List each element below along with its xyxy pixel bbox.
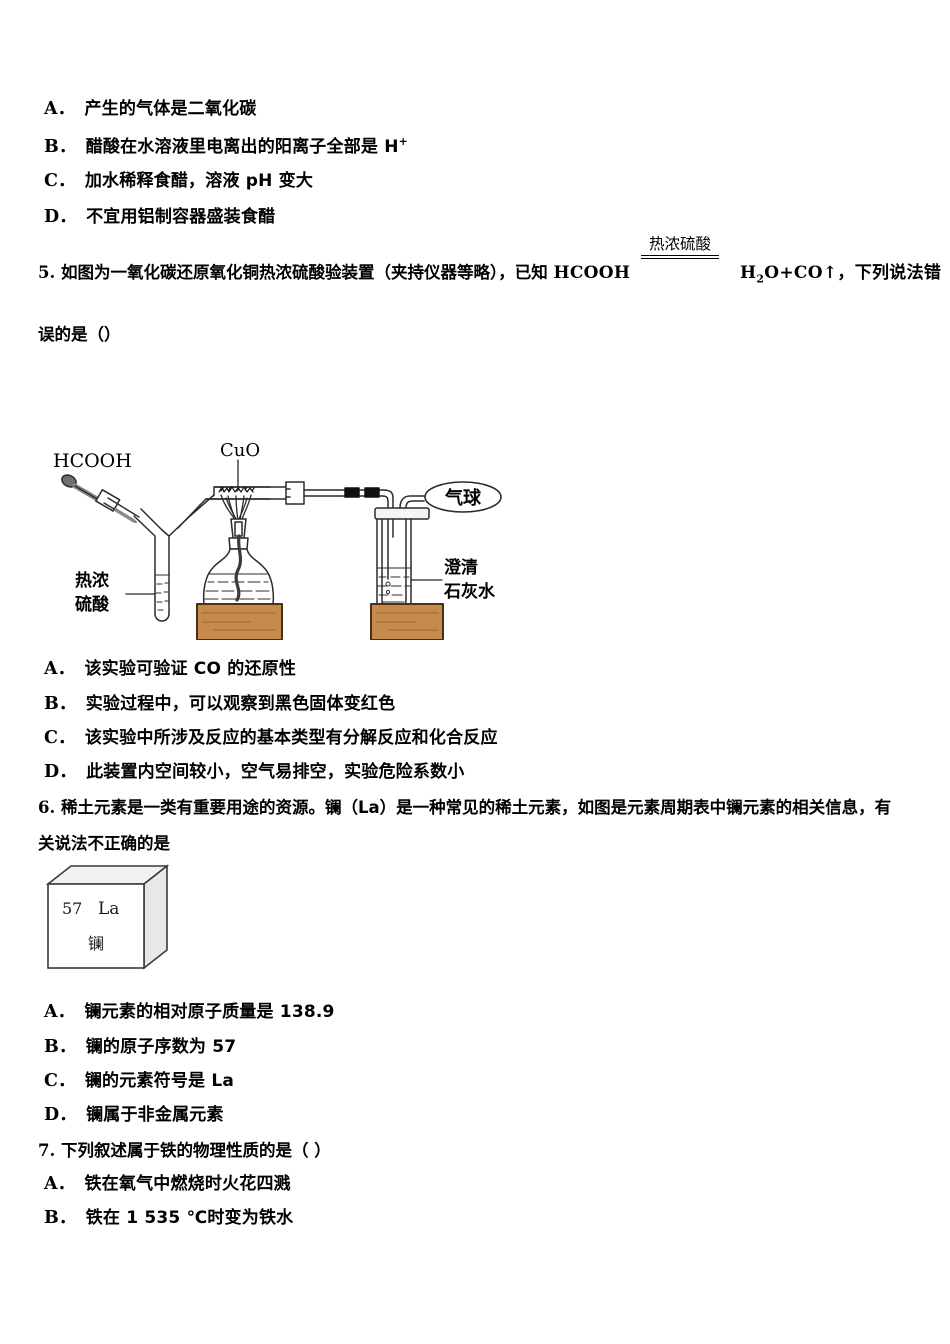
q6-stem-line1: 6. 稀土元素是一类有重要用途的资源。镧（La）是一种常见的稀土元素，如图是元素…: [38, 798, 892, 817]
q6-option-a: A． 镧元素的相对原子质量是 138.9: [44, 1002, 335, 1022]
balloon-outlet-tube-lower: [405, 500, 425, 509]
q5-option-d-label: D．: [44, 762, 78, 782]
element-chinese-name-text: 镧: [88, 934, 104, 953]
q5-stem-line1: 5. 如图为一氧化碳还原氧化铜热浓硫酸验装置（夹持仪器等略），已知 HCOOH …: [38, 263, 942, 286]
q4-option-d-label: D．: [44, 207, 78, 227]
q7-option-b: B． 铁在 1 535 ℃时变为铁水: [44, 1208, 294, 1228]
q6-option-b-text: 镧的原子序数为 57: [85, 1037, 237, 1057]
q5-product-h: H: [740, 263, 757, 283]
co-reduction-apparatus-figure: HCOOH CuO 热浓 硫酸 气球 澄清 石灰水: [38, 432, 508, 640]
wooden-block-left: [196, 603, 283, 640]
q4-option-a-label: A．: [44, 99, 76, 119]
q5-stem-text: 如图为一氧化碳还原氧化铜热浓硫酸验装置（夹持仪器等略），已知: [60, 263, 548, 282]
q5-option-c-text: 该实验中所涉及反应的基本类型有分解反应和化合反应: [84, 728, 498, 748]
sulfuric-acid-liquid: [154, 574, 170, 611]
q4-option-c: C． 加水稀释食醋，溶液 pH 变大: [44, 171, 314, 191]
q5-stem-line2: 误的是（）: [38, 325, 121, 344]
q6-option-a-text: 镧元素的相对原子质量是 138.9: [84, 1002, 335, 1022]
label-cuo: CuO: [220, 440, 260, 461]
q5-reaction-condition: 热浓硫酸: [641, 235, 719, 260]
q5-option-c-label: C．: [44, 728, 76, 748]
q6-option-a-label: A．: [44, 1002, 76, 1022]
q6-option-d: D． 镧属于非金属元素: [44, 1105, 224, 1125]
q7-option-a-text: 铁在氧气中燃烧时火花四溅: [84, 1174, 291, 1194]
balloon-shape: [424, 481, 502, 513]
q6-option-c-label: C．: [44, 1071, 76, 1091]
test-tube-stopper: [374, 507, 430, 520]
tube-top-connector-lower: [199, 498, 271, 506]
tube-elbow-into-test-tube: [382, 489, 394, 509]
q5-product-rest: O+CO↑，下列说法错: [764, 263, 942, 283]
q4-option-c-label: C．: [44, 171, 76, 191]
q7-stem: 7. 下列叙述属于铁的物理性质的是（ ）: [38, 1141, 331, 1160]
q6-number: 6.: [38, 798, 56, 817]
q5-option-d: D． 此装置内空间较小，空气易排空，实验危险系数小: [44, 762, 465, 782]
label-limewater-line1: 澄清: [444, 557, 478, 578]
element-cube-figure: 57 La 镧: [40, 862, 175, 977]
q5-reaction-condition-label: 热浓硫酸: [648, 235, 711, 253]
q6-stem-line2: 关说法不正确的是: [38, 834, 170, 853]
q6-option-c-text: 镧的元素符号是 La: [84, 1071, 235, 1091]
q4-option-a: A． 产生的气体是二氧化碳: [44, 99, 257, 119]
q7-option-b-label: B．: [44, 1208, 77, 1228]
cube-front-face: [47, 883, 145, 969]
limewater-test-tube: [374, 495, 430, 620]
gas-bubbles: [385, 581, 391, 595]
q5-option-c: C． 该实验中所涉及反应的基本类型有分解反应和化合反应: [44, 728, 498, 748]
cube-side-face: [143, 864, 168, 970]
q7-stem-text: 下列叙述属于铁的物理性质的是（ ）: [60, 1141, 331, 1160]
q5-option-b: B． 实验过程中，可以观察到黑色固体变红色: [44, 694, 396, 714]
label-hot-conc-sulfuric-line1: 热浓: [75, 570, 110, 591]
q7-option-a: A． 铁在氧气中燃烧时火花四溅: [44, 1174, 291, 1194]
q4-option-b-text: 醋酸在水溶液里电离出的阳离子全部是 H: [85, 136, 399, 157]
y-tube-left-inner: [140, 508, 163, 531]
cuo-powder: [218, 486, 255, 493]
pinch-clamp-right: [364, 487, 380, 498]
hydrogen-ion-charge: +: [398, 135, 409, 148]
atomic-number-text: 57: [62, 899, 82, 918]
q5-product-subscript: 2: [756, 272, 765, 286]
label-hcooh: HCOOH: [53, 450, 132, 472]
q5-reactant-formula: HCOOH: [553, 263, 631, 283]
label-hot-conc-sulfuric-line2: 硫酸: [75, 594, 110, 615]
reaction-arrow-double-rule: [641, 255, 719, 260]
y-tube-bottom: [154, 613, 170, 622]
y-tube-right-inner: [177, 504, 201, 529]
q6-option-d-text: 镧属于非金属元素: [86, 1105, 224, 1125]
limewater-liquid: [376, 567, 412, 603]
q5-option-a-text: 该实验可验证 CO 的还原性: [84, 659, 297, 679]
label-balloon: 气球: [444, 487, 482, 509]
q5-option-d-text: 此装置内空间较小，空气易排空，实验危险系数小: [86, 762, 465, 782]
q6-option-b: B． 镧的原子序数为 57: [44, 1037, 237, 1057]
q4-option-c-text: 加水稀释食醋，溶液 pH 变大: [84, 171, 314, 191]
wooden-block-right: [370, 603, 444, 640]
q4-option-b-label: B．: [44, 136, 77, 157]
dropper-barrel: [72, 483, 140, 523]
q7-option-a-label: A．: [44, 1174, 76, 1194]
alcohol-lamp-wick: [234, 534, 243, 602]
q4-option-d: D． 不宜用铝制容器盛装食醋: [44, 207, 276, 227]
element-symbol-text: La: [98, 899, 119, 919]
q6-option-b-label: B．: [44, 1037, 77, 1057]
pinch-clamp-left: [344, 487, 360, 498]
q6-option-c: C． 镧的元素符号是 La: [44, 1071, 235, 1091]
q5-number: 5.: [38, 263, 56, 282]
q4-option-d-text: 不宜用铝制容器盛装食醋: [86, 207, 276, 227]
q6-stem-text-line1: 稀土元素是一类有重要用途的资源。镧（La）是一种常见的稀土元素，如图是元素周期表…: [60, 798, 892, 817]
q5-option-a: A． 该实验可验证 CO 的还原性: [44, 659, 297, 679]
q4-option-b: B． 醋酸在水溶液里电离出的阳离子全部是 H+: [44, 135, 409, 157]
q7-option-b-text: 铁在 1 535 ℃时变为铁水: [85, 1208, 294, 1228]
q4-option-a-text: 产生的气体是二氧化碳: [84, 99, 257, 119]
q5-option-b-text: 实验过程中，可以观察到黑色固体变红色: [85, 694, 396, 714]
y-tube-left-wall: [133, 515, 156, 615]
q7-number: 7.: [38, 1141, 56, 1160]
combustion-tube-stopper: [285, 481, 305, 505]
q5-option-a-label: A．: [44, 659, 76, 679]
balloon-outlet-tube-upper: [399, 495, 425, 509]
test-tube-wall-inner: [381, 518, 407, 613]
label-limewater-line2: 石灰水: [443, 581, 496, 602]
q6-option-d-label: D．: [44, 1105, 78, 1125]
q5-option-b-label: B．: [44, 694, 77, 714]
